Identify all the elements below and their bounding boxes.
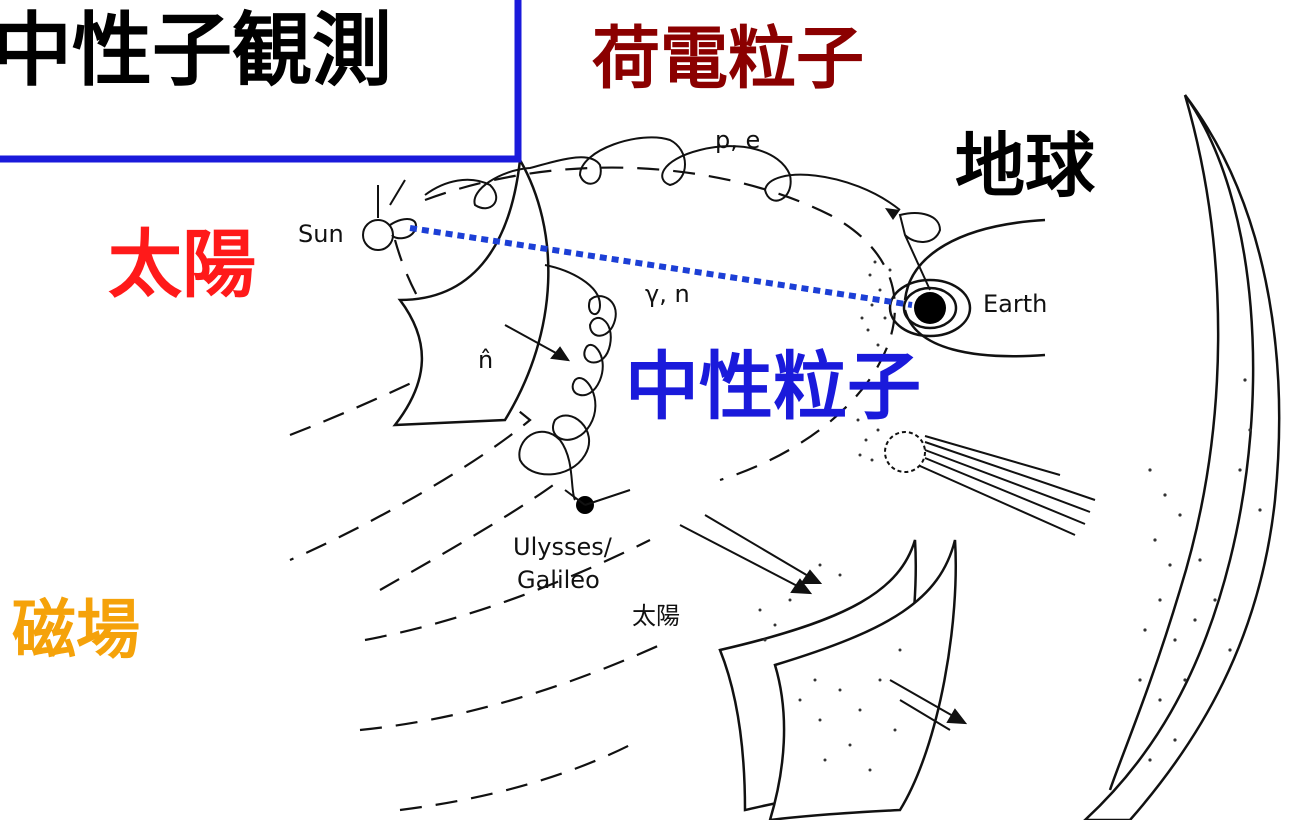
field-arc-1 [424,166,896,482]
label-gamma-n: γ, n [645,280,690,308]
comet-head [884,431,926,473]
label-charged-particles: 荷電粒子 [592,20,864,99]
label-ulysses: Ulysses/ [513,533,613,561]
page-title: 中性子観測 [0,4,392,97]
label-sun-jp: 太陽 [108,222,256,308]
sun [362,179,417,251]
label-n-hat: n̂ [478,346,493,374]
label-sun-jp-small: 太陽 [632,602,680,630]
sheet-stipple [758,563,902,772]
label-neutral-particles: 中性粒子 [625,344,921,430]
earth-dot [914,292,946,324]
label-magnetic-field: 磁場 [12,594,140,668]
earth-stipple [856,260,892,462]
ulysses-helix [518,264,617,501]
outer-shock [1083,94,1281,820]
cme-sheets-lower [718,539,957,820]
solar-wind-arrows [504,324,968,731]
field-arc-5 [359,643,661,732]
charged-particle-path [424,136,901,211]
outer-shock-stipple [1138,378,1262,762]
ulysses-antenna [564,489,631,506]
earth-field-lines [888,218,1046,358]
sheet-2 [768,539,957,820]
label-pe: p, e [715,126,760,154]
sun-arrows [377,179,406,218]
title-box [0,0,522,163]
field-arc-4 [364,539,651,642]
field-arc-6 [399,744,631,812]
sun-disk [362,219,394,251]
field-arc-7 [379,479,561,591]
label-earth: Earth [983,290,1047,318]
comet [884,431,1096,536]
earth-funnel [898,212,942,291]
dipole-loop-2 [888,278,972,338]
label-sun: Sun [298,220,344,248]
line-of-sight [409,225,913,308]
label-earth-jp: 地球 [955,125,1096,207]
charged-arrow [885,208,900,220]
cme-shock-near-sun [392,156,550,427]
comet-tail [919,435,1096,536]
label-galileo: Galileo [517,566,600,594]
